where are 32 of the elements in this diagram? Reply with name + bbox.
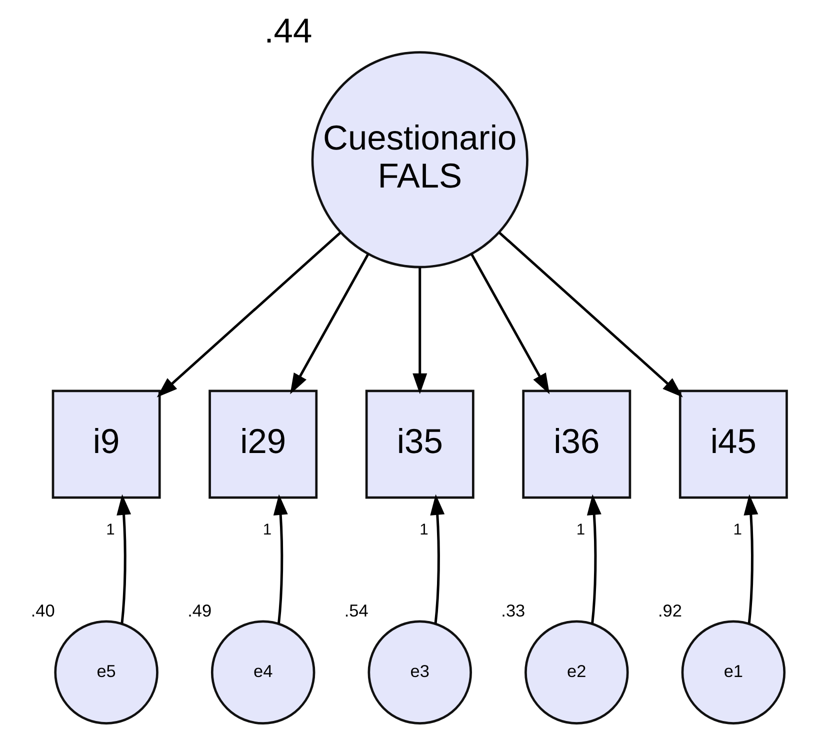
arrow — [156, 232, 342, 398]
arrow — [116, 494, 132, 624]
node-circle: Cuestionario FALS — [311, 51, 528, 268]
edge-label: 1 — [733, 521, 742, 538]
node-box: i9 — [52, 390, 161, 499]
arrow — [412, 267, 428, 394]
node-label: .92 — [658, 600, 682, 620]
node-circle: e1 — [681, 620, 786, 724]
node-circle: e3 — [368, 620, 472, 724]
arrow — [498, 232, 683, 398]
node-box: i35 — [365, 390, 474, 499]
arrow — [430, 494, 445, 624]
arrow — [273, 494, 288, 624]
node-label: .33 — [501, 600, 526, 620]
edge-label: 1 — [576, 521, 586, 538]
node-label: .44 — [264, 12, 312, 50]
node-circle: e2 — [524, 620, 629, 724]
node-label: .54 — [344, 600, 368, 620]
arrow — [470, 254, 550, 394]
node-label: .40 — [30, 600, 55, 620]
node-label: .49 — [188, 600, 212, 620]
node-circle: e4 — [210, 620, 316, 724]
edge-label: 1 — [420, 521, 428, 538]
arrow — [586, 494, 602, 624]
edge-label: 1 — [106, 521, 115, 538]
node-box: i45 — [678, 390, 788, 499]
arrow — [290, 254, 370, 394]
node-box: i29 — [208, 390, 318, 499]
edge-label: 1 — [262, 521, 272, 538]
arrow — [744, 494, 758, 624]
node-circle: e5 — [54, 620, 158, 724]
node-box: i36 — [522, 390, 632, 499]
